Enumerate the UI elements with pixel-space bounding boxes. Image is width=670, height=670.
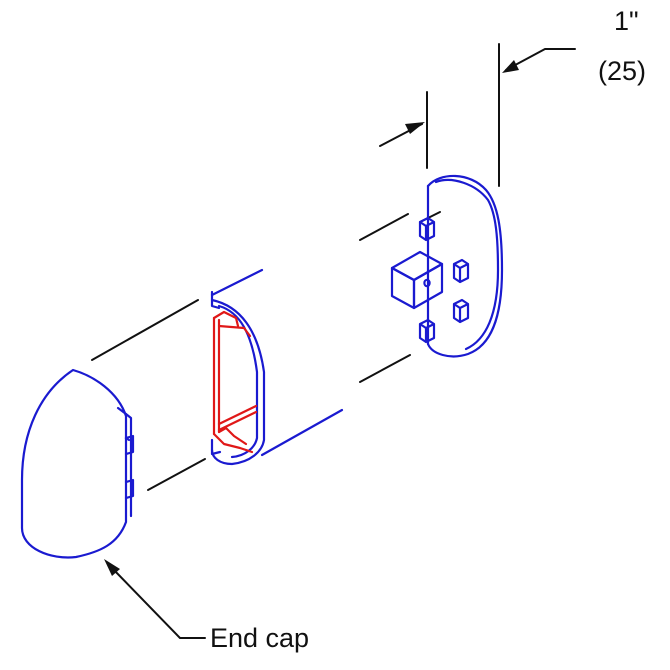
end-cap-rim xyxy=(116,406,128,416)
assembly-lines xyxy=(91,211,441,491)
assembly-line-top-right xyxy=(359,213,409,241)
core-bottom-hook xyxy=(217,426,248,446)
extrusion-bottom-lip xyxy=(210,438,222,456)
dimension-label-inches: 1" xyxy=(614,6,639,36)
dimension xyxy=(379,43,576,187)
end-cap-tab-upper-top xyxy=(124,436,131,442)
dimension-arrowhead-left xyxy=(405,122,425,134)
bracket-tabs xyxy=(418,216,470,344)
extrusion-core xyxy=(212,310,258,454)
end-cap-label: End cap xyxy=(210,623,310,653)
end-cap-back-edge xyxy=(124,412,133,518)
extrusion-outline xyxy=(210,268,344,466)
bracket-outline xyxy=(426,174,504,358)
tab-middle-lower xyxy=(452,298,470,324)
bracket-inner-edge xyxy=(434,178,500,351)
extrusion-top-lip xyxy=(210,290,221,310)
mounting-hole xyxy=(423,278,431,288)
core-top-flange xyxy=(212,310,240,328)
end-cap-tab-lower xyxy=(124,478,135,500)
extrusion-outer-profile xyxy=(210,298,266,466)
assembly-line-top-left xyxy=(91,299,199,361)
end-cap-leader-line xyxy=(111,567,206,639)
core-rib-lower-2 xyxy=(217,410,258,432)
dimension-arrowhead-right xyxy=(502,60,519,73)
extrusion-bottom-edge xyxy=(260,408,344,457)
wall-bracket xyxy=(390,174,504,358)
extrusion-top-edge xyxy=(210,268,264,297)
end-cap-tab-upper xyxy=(124,434,135,456)
dimension-label-mm: (25) xyxy=(598,56,647,86)
mounting-block-side xyxy=(412,262,444,310)
end-cap-outline xyxy=(20,368,128,559)
end-cap-leader xyxy=(104,559,206,639)
dimension-leader-right xyxy=(505,48,576,71)
assembly-line-bottom-left xyxy=(147,458,206,491)
tab-middle-upper xyxy=(452,258,470,284)
mounting-block-top xyxy=(390,250,444,282)
tab-bottom xyxy=(418,318,436,344)
tab-top xyxy=(418,216,436,242)
assembly-line-bottom-right xyxy=(359,354,411,383)
end-cap-leader-arrowhead xyxy=(104,559,120,576)
extrusion-inner-profile xyxy=(217,304,259,459)
end-cap xyxy=(20,368,135,559)
mounting-block xyxy=(390,250,444,310)
extrusion-section xyxy=(210,268,344,466)
core-rib-upper xyxy=(217,324,252,338)
core-rib-lower xyxy=(217,404,258,426)
core-bottom-flange xyxy=(212,432,254,454)
